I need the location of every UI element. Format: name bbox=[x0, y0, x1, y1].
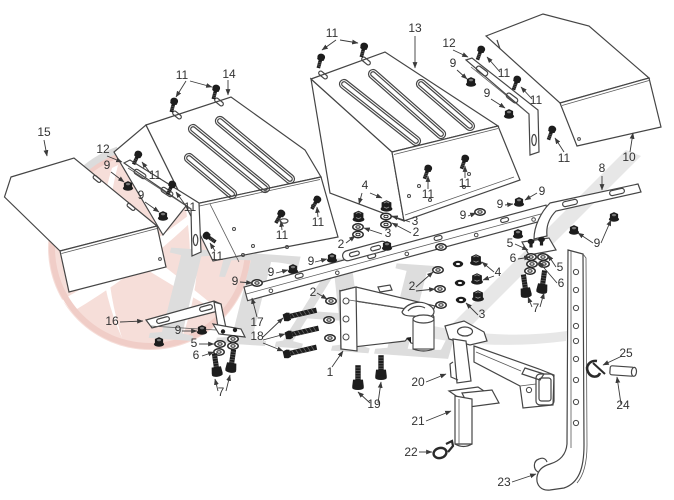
svg-text:6: 6 bbox=[193, 348, 200, 362]
svg-text:11: 11 bbox=[530, 93, 543, 107]
svg-text:15: 15 bbox=[37, 125, 51, 139]
svg-text:20: 20 bbox=[411, 375, 425, 389]
svg-text:11: 11 bbox=[276, 228, 289, 242]
svg-text:9: 9 bbox=[138, 188, 145, 202]
svg-text:7: 7 bbox=[218, 385, 225, 399]
svg-text:11: 11 bbox=[312, 215, 325, 229]
svg-text:4: 4 bbox=[362, 178, 369, 192]
svg-text:11: 11 bbox=[176, 68, 189, 82]
svg-text:21: 21 bbox=[411, 414, 425, 428]
svg-text:17: 17 bbox=[250, 315, 264, 329]
svg-text:3: 3 bbox=[385, 226, 392, 240]
svg-text:9: 9 bbox=[232, 274, 239, 288]
svg-text:11: 11 bbox=[326, 26, 339, 40]
svg-text:2: 2 bbox=[338, 237, 345, 251]
svg-text:5: 5 bbox=[557, 260, 564, 274]
svg-text:14: 14 bbox=[222, 67, 236, 81]
svg-text:11: 11 bbox=[184, 200, 197, 214]
svg-text:9: 9 bbox=[484, 86, 491, 100]
svg-text:10: 10 bbox=[622, 150, 636, 164]
svg-text:11: 11 bbox=[459, 176, 472, 190]
svg-text:9: 9 bbox=[104, 158, 111, 172]
svg-text:9: 9 bbox=[497, 197, 504, 211]
svg-text:16: 16 bbox=[105, 314, 119, 328]
svg-text:9: 9 bbox=[594, 236, 601, 250]
svg-text:13: 13 bbox=[408, 21, 422, 35]
svg-text:6: 6 bbox=[558, 276, 565, 290]
svg-text:8: 8 bbox=[599, 161, 606, 175]
svg-text:24: 24 bbox=[616, 398, 630, 412]
svg-text:9: 9 bbox=[268, 265, 275, 279]
svg-text:2: 2 bbox=[413, 225, 420, 239]
svg-text:9: 9 bbox=[539, 184, 546, 198]
svg-text:11: 11 bbox=[211, 249, 224, 263]
svg-text:11: 11 bbox=[149, 168, 162, 182]
svg-text:18: 18 bbox=[250, 329, 264, 343]
svg-text:11: 11 bbox=[558, 151, 571, 165]
svg-text:2: 2 bbox=[310, 285, 317, 299]
svg-text:5: 5 bbox=[191, 336, 198, 350]
svg-text:22: 22 bbox=[404, 445, 418, 459]
svg-text:9: 9 bbox=[308, 254, 315, 268]
svg-text:25: 25 bbox=[619, 346, 633, 360]
svg-text:23: 23 bbox=[497, 475, 511, 489]
svg-text:1: 1 bbox=[327, 365, 334, 379]
svg-text:9: 9 bbox=[175, 323, 182, 337]
svg-text:2: 2 bbox=[409, 279, 416, 293]
svg-text:3: 3 bbox=[412, 214, 419, 228]
svg-text:4: 4 bbox=[495, 265, 502, 279]
svg-text:3: 3 bbox=[479, 307, 486, 321]
svg-text:11: 11 bbox=[422, 187, 435, 201]
svg-text:11: 11 bbox=[498, 66, 511, 80]
svg-text:12: 12 bbox=[96, 142, 110, 156]
svg-text:7: 7 bbox=[533, 301, 540, 315]
svg-text:9: 9 bbox=[460, 208, 467, 222]
svg-text:19: 19 bbox=[367, 397, 381, 411]
svg-text:9: 9 bbox=[450, 56, 457, 70]
svg-text:12: 12 bbox=[442, 36, 456, 50]
svg-text:6: 6 bbox=[510, 251, 517, 265]
svg-text:5: 5 bbox=[507, 236, 514, 250]
